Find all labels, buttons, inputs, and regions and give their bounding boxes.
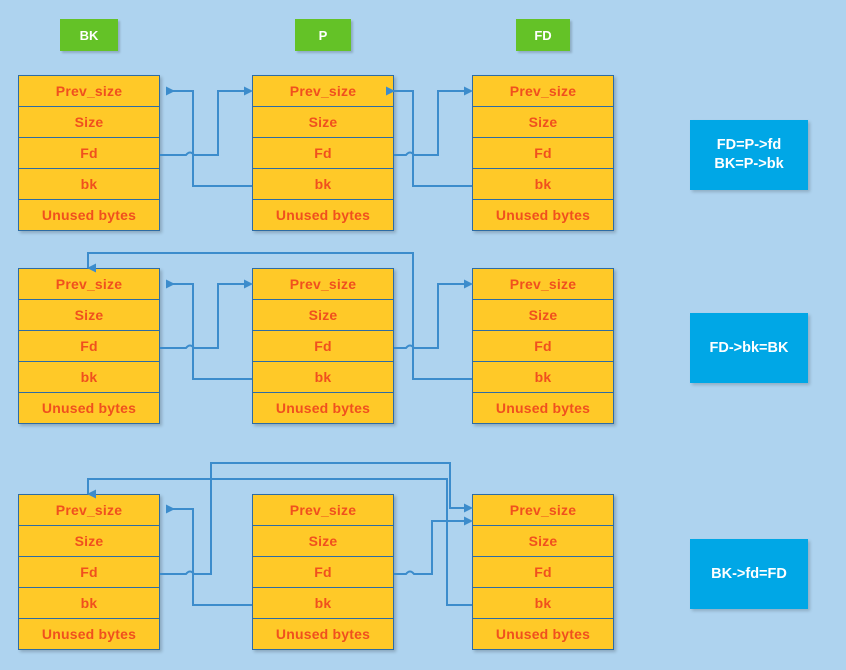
field-prev-size: Prev_size (19, 495, 159, 525)
field-unused: Unused bytes (253, 393, 393, 423)
field-bk: bk (253, 362, 393, 392)
link-row1-bk-fd-to-p (160, 86, 253, 156)
field-fd: Fd (473, 138, 613, 168)
field-prev-size: Prev_size (253, 269, 393, 299)
field-size: Size (253, 107, 393, 137)
field-size: Size (473, 107, 613, 137)
note-row1-line2: BK=P->bk (714, 156, 784, 172)
field-fd: Fd (253, 557, 393, 587)
field-size: Size (473, 300, 613, 330)
field-bk: bk (19, 169, 159, 199)
chip-fd: FD (516, 19, 570, 51)
field-prev-size: Prev_size (473, 76, 613, 106)
field-bk: bk (253, 588, 393, 618)
field-unused: Unused bytes (19, 619, 159, 649)
chunk-row3-p: Prev_size Size Fd bk Unused bytes (252, 494, 394, 650)
note-row3: BK->fd=FD (690, 539, 808, 609)
chip-fd-label: FD (534, 27, 552, 43)
field-fd: Fd (19, 557, 159, 587)
field-size: Size (19, 107, 159, 137)
note-row2: FD->bk=BK (690, 313, 808, 383)
field-bk: bk (473, 169, 613, 199)
link-row2-p-bk-to-bk (166, 279, 252, 380)
link-row3-p-fd-to-fd (394, 516, 473, 575)
field-prev-size: Prev_size (473, 495, 613, 525)
field-fd: Fd (19, 138, 159, 168)
field-size: Size (19, 300, 159, 330)
field-size: Size (253, 526, 393, 556)
note-row3-line1: BK->fd=FD (711, 565, 787, 582)
link-row2-p-fd-to-fd (394, 279, 473, 349)
field-fd: Fd (253, 138, 393, 168)
field-unused: Unused bytes (253, 619, 393, 649)
field-bk: bk (473, 588, 613, 618)
field-size: Size (253, 300, 393, 330)
link-row1-fd-bk-to-p (386, 86, 472, 187)
field-bk: bk (473, 362, 613, 392)
field-unused: Unused bytes (19, 200, 159, 230)
field-fd: Fd (253, 331, 393, 361)
field-bk: bk (19, 362, 159, 392)
link-row3-p-bk-to-bk (166, 504, 252, 606)
link-row1-p-fd-to-fd (394, 86, 473, 156)
chunk-row1-bk: Prev_size Size Fd bk Unused bytes (18, 75, 160, 231)
field-bk: bk (253, 169, 393, 199)
field-fd: Fd (473, 557, 613, 587)
note-row1-line1: FD=P->fd (716, 137, 782, 153)
field-prev-size: Prev_size (19, 269, 159, 299)
field-unused: Unused bytes (253, 200, 393, 230)
field-prev-size: Prev_size (473, 269, 613, 299)
link-row1-p-bk-to-bk (166, 86, 252, 187)
field-bk: bk (19, 588, 159, 618)
field-unused: Unused bytes (473, 200, 613, 230)
note-row2-line1: FD->bk=BK (709, 339, 789, 356)
chunk-row3-bk: Prev_size Size Fd bk Unused bytes (18, 494, 160, 650)
chunk-row2-fd: Prev_size Size Fd bk Unused bytes (472, 268, 614, 424)
field-fd: Fd (473, 331, 613, 361)
chunk-row2-p: Prev_size Size Fd bk Unused bytes (252, 268, 394, 424)
chunk-row2-bk: Prev_size Size Fd bk Unused bytes (18, 268, 160, 424)
field-size: Size (473, 526, 613, 556)
field-prev-size: Prev_size (253, 495, 393, 525)
chunk-row1-fd: Prev_size Size Fd bk Unused bytes (472, 75, 614, 231)
chip-p: P (295, 19, 351, 51)
chip-p-label: P (318, 27, 328, 43)
chip-bk: BK (60, 19, 118, 51)
note-row1: FD=P->fd BK=P->bk (690, 120, 808, 190)
field-fd: Fd (19, 331, 159, 361)
chunk-row1-p: Prev_size Size Fd bk Unused bytes (252, 75, 394, 231)
field-size: Size (19, 526, 159, 556)
field-unused: Unused bytes (473, 393, 613, 423)
field-prev-size: Prev_size (19, 76, 159, 106)
field-unused: Unused bytes (473, 619, 613, 649)
link-row2-bk-fd-to-p (160, 279, 253, 349)
chunk-row3-fd: Prev_size Size Fd bk Unused bytes (472, 494, 614, 650)
chip-bk-label: BK (79, 27, 99, 43)
field-unused: Unused bytes (19, 393, 159, 423)
field-prev-size: Prev_size (253, 76, 393, 106)
